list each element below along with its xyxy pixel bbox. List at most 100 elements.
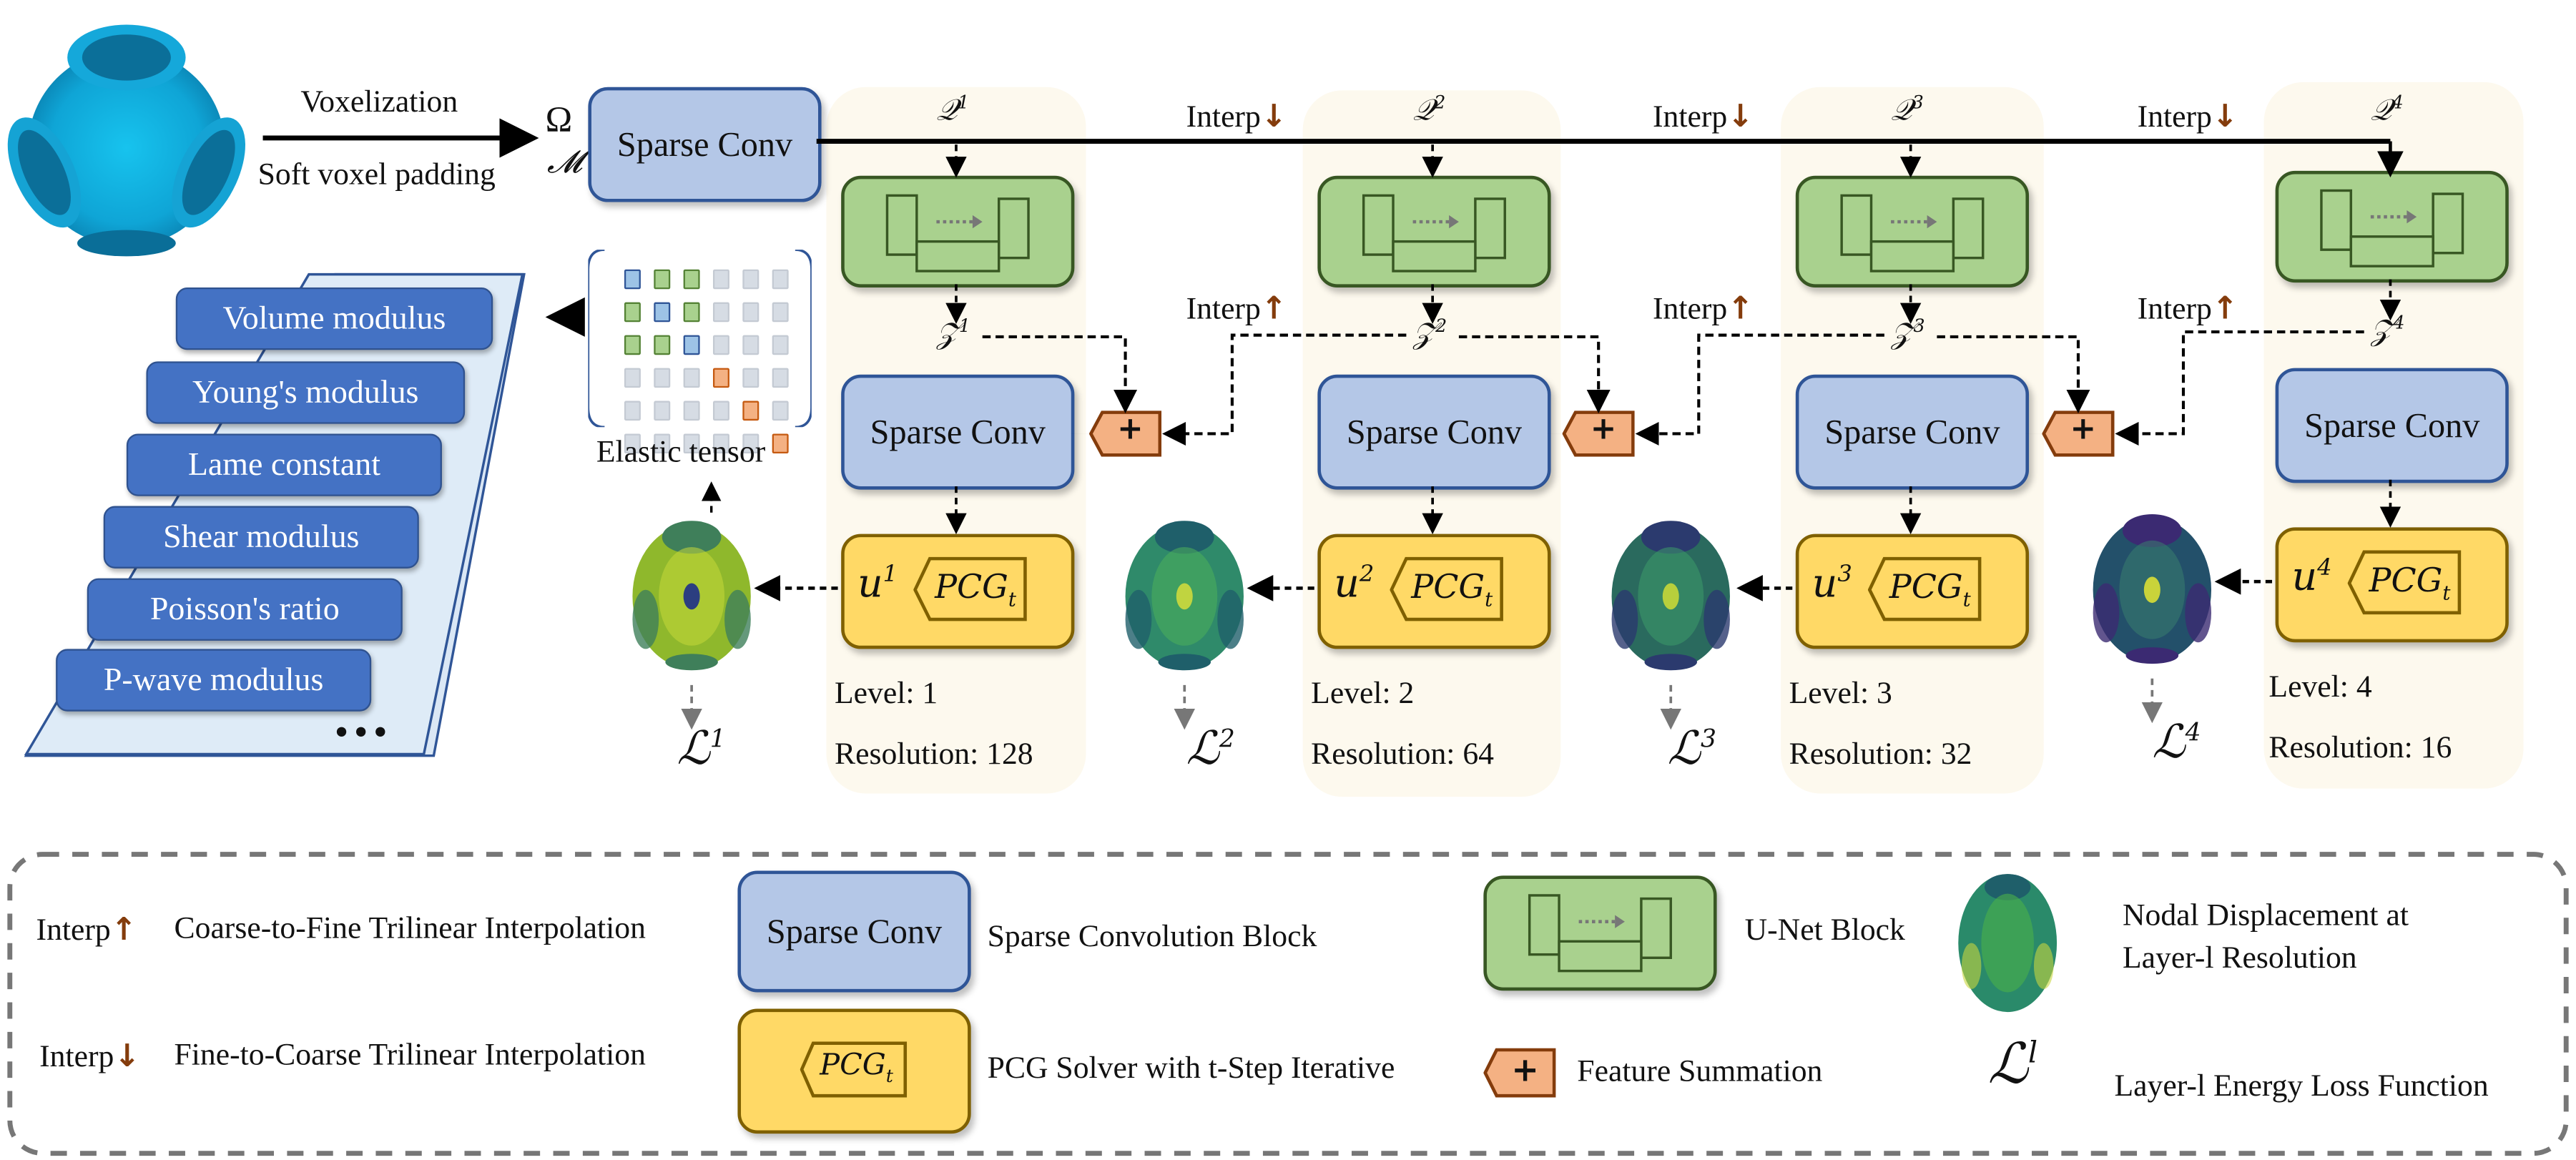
legend-loss-desc: Layer-l Energy Loss Function	[2114, 1069, 2489, 1104]
legend-unet-desc: U-Net Block	[1744, 913, 1905, 948]
tensor-cell-gray	[742, 302, 759, 323]
unet-block-level-4	[2275, 170, 2509, 283]
legend-pcg-desc: PCG Solver with t-Step Iterative	[987, 1051, 1395, 1086]
resolution-label-1: Resolution: 128	[834, 737, 1033, 772]
legend-feature-sum-desc: Feature Summation	[1577, 1054, 1823, 1090]
legend-loss-symbol: ℒl	[1987, 1031, 2038, 1098]
loss-symbol-level-1: ℒ1	[677, 721, 726, 776]
q-symbol-level-1: 𝒬1	[936, 92, 970, 129]
tensor-cell-gray	[624, 400, 641, 421]
level-label-1: Level: 1	[834, 677, 938, 712]
tensor-cell-green	[624, 302, 641, 323]
q-symbol-level-3: 𝒬3	[1891, 92, 1924, 129]
interp-up-arrow-icon: ↑	[2211, 290, 2238, 328]
unet-icon	[885, 194, 1030, 272]
displacement-symbol: u4	[2291, 554, 2332, 600]
q-symbol-level-4: 𝒬4	[2370, 92, 2404, 129]
interp-up-arrow-icon: ↑	[1260, 290, 1287, 328]
interp-up-label-3: Interp↑	[2137, 290, 2238, 328]
nodal-displacement-mesh-level-1	[632, 521, 751, 671]
pcg-block-level-3: u3 PCGt	[1795, 534, 2030, 649]
pcg-block-level-4: u4 PCGt	[2275, 527, 2509, 643]
pcg-tag: PCGt	[800, 1041, 909, 1098]
unet-block-level-3	[1795, 175, 2030, 288]
feature-sum-block-level-2: +	[1562, 411, 1635, 457]
tensor-cell-gray	[772, 269, 789, 290]
unet-block-level-1	[841, 175, 1075, 288]
tensor-cell-gray	[742, 433, 759, 454]
elastic-tensor-grid	[624, 269, 789, 454]
tensor-cell-gray	[712, 433, 729, 454]
legend-sparse-conv-desc: Sparse Convolution Block	[987, 920, 1317, 955]
legend-interp-up-label: Interp↑	[36, 911, 137, 948]
tensor-cell-orange	[772, 433, 789, 454]
z-symbol-level-4: 𝒵4	[2370, 312, 2405, 349]
elastic-tensor-matrix	[588, 250, 812, 454]
displacement-symbol: u2	[1334, 560, 1375, 606]
tensor-cell-gray	[712, 269, 729, 290]
unet-block-level-2	[1317, 175, 1551, 288]
input-sparse-conv-block: Sparse Conv	[588, 87, 822, 202]
tensor-cell-gray	[772, 400, 789, 421]
interp-up-arrow-icon: ↑	[1727, 290, 1754, 328]
tensor-cell-green	[654, 335, 671, 355]
legend-nodal-desc-line2: Layer-l Resolution	[2122, 941, 2357, 976]
feature-sum-block-level-1: +	[1089, 411, 1162, 457]
interp-down-arrow-icon: ↓	[1260, 98, 1287, 135]
tensor-cell-gray	[712, 400, 729, 421]
pcg-tag: PCGt	[1867, 556, 1983, 623]
unet-icon	[1840, 194, 1985, 272]
interp-down-label-2: Interp↓	[1652, 98, 1754, 135]
input-lattice-object	[7, 24, 245, 257]
displacement-symbol: u3	[1811, 560, 1852, 606]
feature-sum-block-level-3: +	[2042, 411, 2115, 457]
property-shear-modulus: Shear modulus	[103, 506, 419, 569]
nodal-displacement-mesh-level-4	[2093, 514, 2212, 664]
unet-icon	[2320, 189, 2464, 267]
tensor-cell-gray	[683, 368, 700, 388]
legend-sparse-conv-block: Sparse Conv	[737, 870, 971, 993]
tensor-cell-blue	[683, 335, 700, 355]
sparse-conv-block-level-2: Sparse Conv	[1317, 374, 1551, 490]
tensor-cell-orange	[712, 368, 729, 388]
tensor-cell-gray	[683, 433, 700, 454]
property-volume-modulus: Volume modulus	[175, 287, 493, 350]
more-properties-ellipsis: •••	[332, 712, 390, 753]
mesh-symbol: 𝓜	[546, 144, 582, 181]
unet-icon	[1362, 194, 1506, 272]
tensor-cell-gray	[683, 400, 700, 421]
soft-voxel-padding-label: Soft voxel padding	[257, 157, 496, 192]
property-lame-constant: Lame constant	[126, 433, 442, 496]
z-symbol-level-3: 𝒵3	[1891, 315, 1925, 352]
z-symbol-level-1: 𝒵1	[936, 315, 970, 352]
tensor-cell-gray	[654, 368, 671, 388]
tensor-cell-gray	[772, 368, 789, 388]
resolution-label-3: Resolution: 32	[1789, 737, 1972, 772]
resolution-label-2: Resolution: 64	[1311, 737, 1495, 772]
legend-pcg-block: PCGt	[737, 1008, 971, 1134]
pcg-block-level-1: u1 PCGt	[841, 534, 1075, 649]
omega-symbol: Ω	[545, 98, 573, 140]
pcg-tag: PCGt	[1390, 556, 1505, 623]
interp-up-label-1: Interp↑	[1186, 290, 1287, 328]
tensor-cell-gray	[772, 302, 789, 323]
interp-down-arrow-icon: ↓	[1727, 98, 1754, 135]
tensor-cell-gray	[654, 400, 671, 421]
elastic-tensor-label: Elastic tensor	[596, 435, 766, 470]
legend-interp-up-desc: Coarse-to-Fine Trilinear Interpolation	[174, 911, 646, 947]
tensor-cell-gray	[742, 368, 759, 388]
tensor-cell-green	[654, 269, 671, 290]
interp-down-arrow-icon: ↓	[114, 1038, 140, 1075]
property-youngs-modulus: Young's modulus	[146, 361, 466, 424]
level-label-3: Level: 3	[1789, 677, 1892, 712]
tensor-cell-blue	[654, 302, 671, 323]
tensor-cell-gray	[772, 335, 789, 355]
nodal-displacement-mesh-level-2	[1125, 521, 1244, 671]
sparse-conv-block-level-1: Sparse Conv	[841, 374, 1075, 490]
unet-icon	[1528, 894, 1672, 973]
tensor-cell-blue	[624, 269, 641, 290]
tensor-cell-gray	[712, 335, 729, 355]
legend-interp-down-label: Interp↓	[39, 1038, 140, 1075]
tensor-cell-gray	[742, 269, 759, 290]
